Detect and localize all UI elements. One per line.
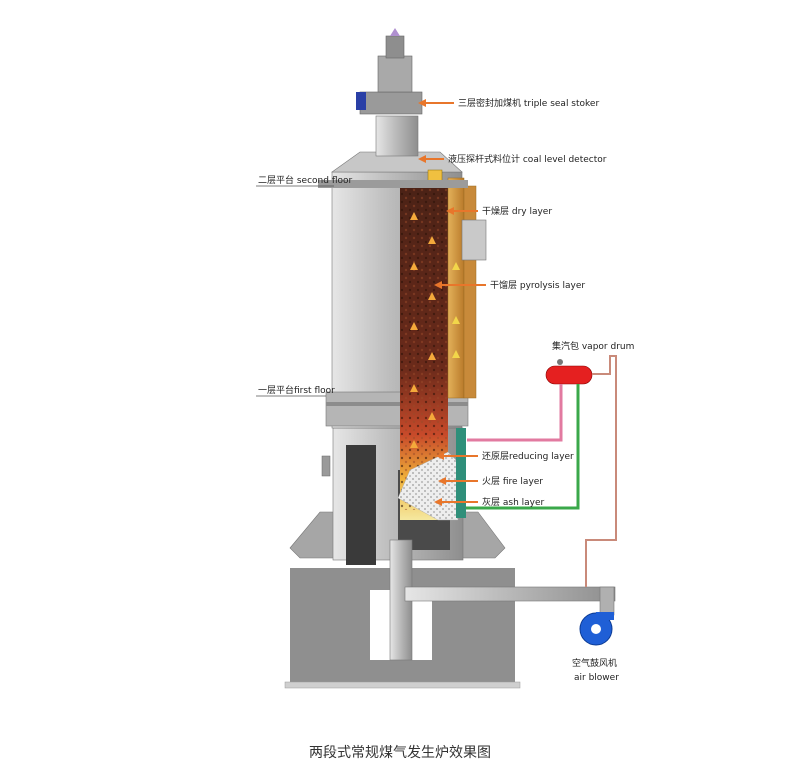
label-coal-level-detector: 液压探杆式料位计 coal level detector [448, 153, 607, 165]
label-ash-layer: 灰层 ash layer [482, 496, 545, 508]
gas-outlet-nozzle [461, 219, 487, 261]
stoker-hopper [385, 35, 405, 59]
label-second-floor: 二层平台 second floor [258, 174, 353, 186]
vapor-drum [545, 365, 593, 385]
stoker-valve-top [377, 55, 413, 93]
side-flow-arrows [452, 262, 460, 358]
flow-arrows [410, 212, 436, 448]
stoker-valve-body [359, 91, 423, 115]
figure-caption: 两段式常规煤气发生炉效果图 [309, 745, 491, 761]
stoker-cap [390, 28, 400, 36]
vapor-drum-fitting [557, 359, 563, 365]
air-inlet-duct [404, 586, 616, 602]
leader-lines [256, 99, 486, 506]
dark-grate-column [346, 445, 376, 565]
air-inlet-duct-down [599, 586, 615, 616]
label-dry-layer: 干燥层 dry layer [482, 206, 552, 217]
air-blower-hub [591, 624, 601, 634]
label-vapor-drum: 集汽包 vapor drum [552, 340, 634, 352]
label-air-blower-en: air blower [574, 673, 619, 683]
first-floor-band [326, 402, 468, 406]
lower-skirt-left [289, 511, 341, 559]
label-air-blower-cn: 空气鼓风机 [572, 657, 617, 669]
shell-top-cone [331, 151, 463, 173]
drum-pipe-steam [585, 355, 617, 587]
label-fire-layer: 火层 fire layer [482, 476, 543, 487]
foundation-ground-line [284, 681, 521, 689]
stoker-actuator-blue [356, 92, 366, 110]
brick-lining-outer [463, 185, 477, 399]
drum-pipe-green [466, 384, 580, 510]
label-reducing-layer: 还原层reducing layer [482, 450, 574, 462]
side-valve [321, 455, 331, 477]
label-triple-seal-stoker: 三层密封加煤机 triple seal stoker [458, 97, 599, 109]
label-pyrolysis-layer: 干馏层 pyrolysis layer [490, 279, 585, 291]
lower-water-jacket-strip [456, 428, 466, 518]
label-first-floor: 一层平台first floor [258, 384, 335, 396]
second-floor-platform [318, 180, 468, 188]
drum-pipe-pink [467, 384, 563, 442]
stoker-neck [375, 115, 419, 157]
air-blower-outlet [596, 612, 614, 620]
